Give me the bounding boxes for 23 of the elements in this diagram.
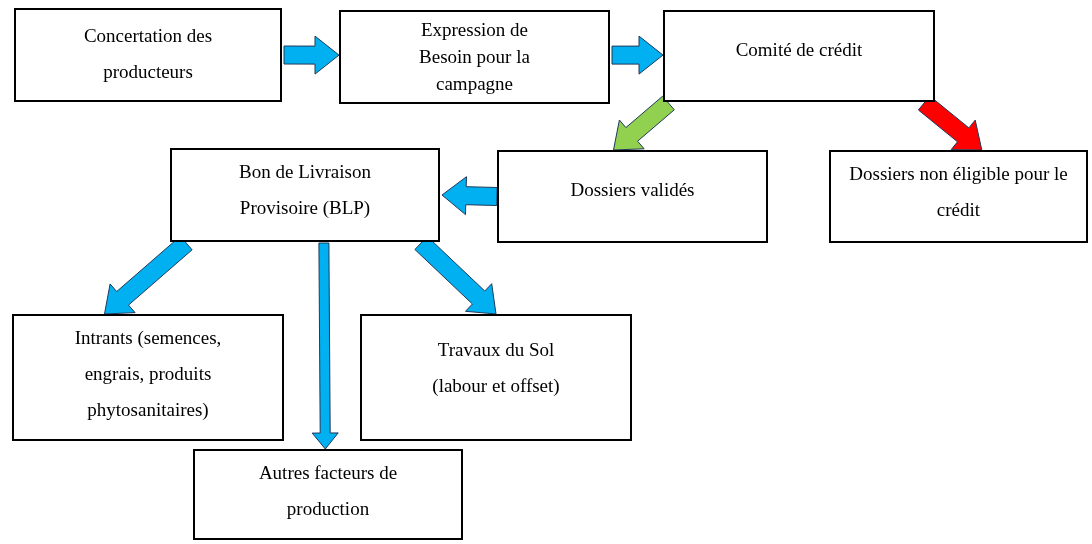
box-text: Dossiers non éligible pour le crédit xyxy=(848,162,1069,222)
box-text: Travaux du Sol (labour et offset) xyxy=(431,338,561,398)
box-text: Concertation des producteurs xyxy=(82,24,214,84)
box-text: Bon de Livraison Provisoire (BLP) xyxy=(238,160,372,220)
box-text: Expression de Besoin pour la campagne xyxy=(418,18,531,96)
block-arrow xyxy=(611,35,664,75)
process-box xyxy=(497,150,768,243)
process-box xyxy=(193,449,463,540)
block-arrow xyxy=(613,95,675,151)
block-arrow xyxy=(283,35,340,75)
block-arrow xyxy=(441,176,498,216)
process-box xyxy=(829,150,1088,243)
process-box xyxy=(170,148,440,242)
box-text: Intrants (semences, engrais, produits phytosanitaires) xyxy=(73,326,223,422)
process-box xyxy=(14,8,282,102)
process-box xyxy=(360,314,632,441)
box-text: Comité de crédit xyxy=(735,38,863,62)
process-box xyxy=(663,10,935,102)
box-text: Autres facteurs de production xyxy=(257,461,399,521)
box-text: Dossiers validés xyxy=(570,178,695,202)
process-box xyxy=(339,10,610,104)
block-arrow xyxy=(311,242,339,450)
process-box xyxy=(12,314,284,441)
